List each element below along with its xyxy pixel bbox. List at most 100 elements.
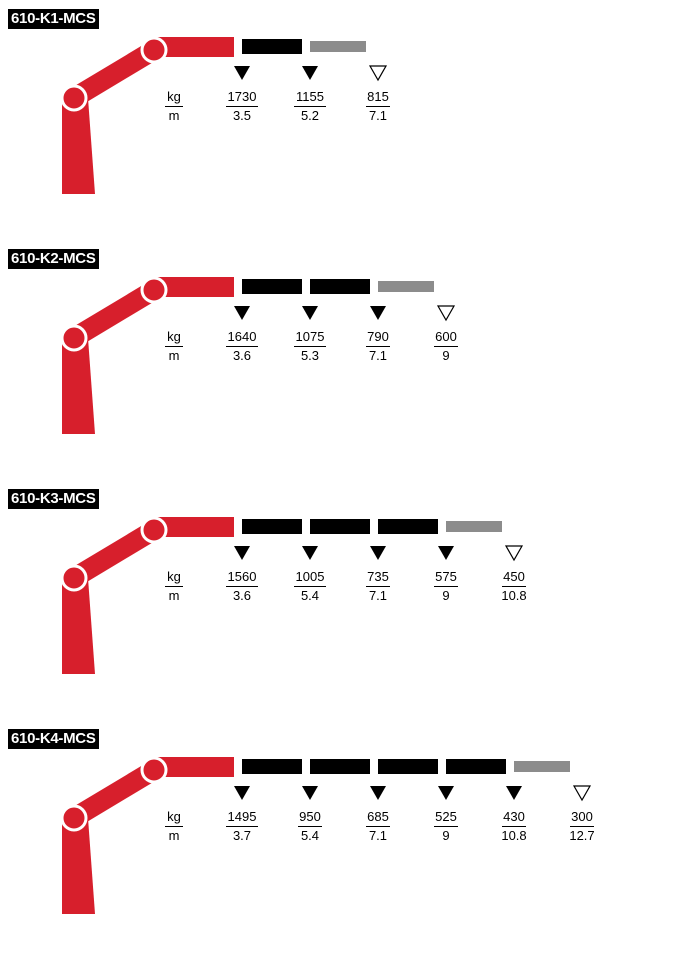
reach-m-value: 3.6 [232,348,252,363]
load-kg-value: 430 [502,809,526,827]
load-kg-value: 1075 [294,329,326,347]
reach-m-value: 5.3 [300,348,320,363]
reach-m-value: 5.4 [300,828,320,843]
crane-column [62,578,95,674]
crane-diagram [60,276,456,434]
base-joint [60,84,88,112]
boom-tip-extension [310,41,366,52]
base-joint [60,564,88,592]
reach-m-value: 3.5 [232,108,252,123]
model-name-badge: 610-K3-MCS [8,489,99,509]
unit-load-label: kg [165,89,183,107]
reach-m-value: 9 [442,828,450,843]
load-point-marker [302,546,318,560]
load-kg-value: 600 [434,329,458,347]
boom-extension [242,759,302,774]
boom-extension [446,759,506,774]
boom-tip-extension [514,761,570,772]
load-point-marker [234,306,250,320]
load-kg-value: 1005 [294,569,326,587]
outer-boom [156,277,234,297]
boom-extension [310,759,370,774]
load-kg-value: 1495 [226,809,258,827]
reach-m-value: 10.8 [501,588,527,603]
boom-joint [140,276,168,304]
model-name-badge: 610-K4-MCS [8,729,99,749]
outer-boom [156,517,234,537]
reach-m-value: 7.1 [368,828,388,843]
load-kg-value: 1730 [226,89,258,107]
crane-column [62,98,95,194]
reach-m-value: 9 [442,348,450,363]
load-point-marker [438,786,454,800]
load-kg-value: 950 [298,809,322,827]
unit-load-label: kg [165,569,183,587]
load-kg-value: 685 [366,809,390,827]
boom-extension [242,39,302,54]
reach-m-value: 5.4 [300,588,320,603]
inner-boom [68,761,160,827]
reach-m-value: 9 [442,588,450,603]
reach-m-value: 7.1 [368,348,388,363]
max-reach-marker [504,545,524,562]
crane-column [62,818,95,914]
load-point-marker [302,66,318,80]
boom-joint [140,516,168,544]
reach-m-value: 3.7 [232,828,252,843]
reach-m-value: 7.1 [368,588,388,603]
boom-joint [140,36,168,64]
model-name-badge: 610-K1-MCS [8,9,99,29]
load-point-marker [302,306,318,320]
load-kg-value: 1155 [294,89,326,107]
reach-m-value: 5.2 [300,108,320,123]
load-kg-value: 790 [366,329,390,347]
unit-reach-label: m [168,828,180,843]
boom-extension [242,279,302,294]
load-kg-value: 450 [502,569,526,587]
reach-m-value: 10.8 [501,828,527,843]
load-kg-value: 815 [366,89,390,107]
base-joint [60,324,88,352]
crane-diagram [60,516,524,674]
boom-extension [242,519,302,534]
boom-tip-extension [446,521,502,532]
unit-reach-label: m [168,588,180,603]
load-kg-value: 525 [434,809,458,827]
reach-m-value: 7.1 [368,108,388,123]
max-reach-marker [368,65,388,82]
load-kg-value: 1560 [226,569,258,587]
crane-diagram [60,756,592,914]
unit-load-label: kg [165,329,183,347]
load-point-marker [234,546,250,560]
load-point-marker [438,546,454,560]
unit-reach-label: m [168,348,180,363]
inner-boom [68,521,160,587]
load-point-marker [234,66,250,80]
load-point-marker [234,786,250,800]
inner-boom [68,281,160,347]
unit-load-label: kg [165,809,183,827]
reach-m-value: 3.6 [232,588,252,603]
load-point-marker [506,786,522,800]
reach-m-value: 12.7 [569,828,595,843]
